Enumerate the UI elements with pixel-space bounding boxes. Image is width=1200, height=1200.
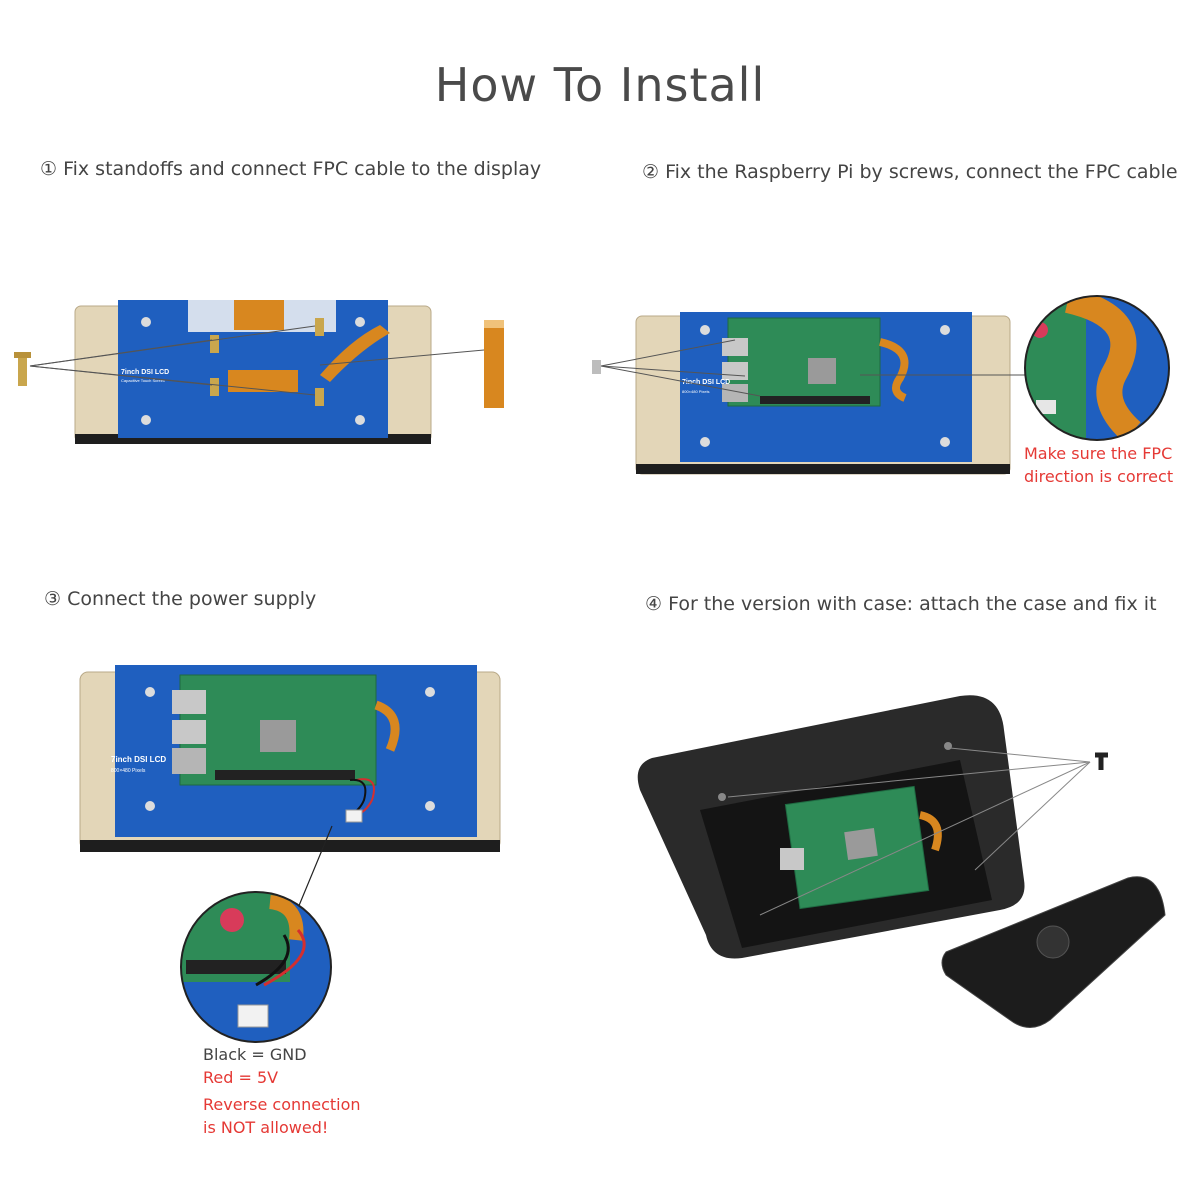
power-warning-line2: is NOT allowed! — [203, 1118, 328, 1137]
standoff-icon — [315, 388, 324, 406]
power-warning-line1: Reverse connection — [203, 1095, 361, 1114]
gpio-header-icon — [760, 396, 870, 404]
raspberry-pi-board — [727, 317, 881, 407]
page-title: How To Install — [434, 58, 766, 112]
step-1-caption: ① Fix standoffs and connect FPC cable to… — [40, 158, 542, 180]
step-4-caption: ④ For the version with case: attach the … — [645, 593, 1157, 615]
step-3-caption: ③ Connect the power supply — [44, 588, 317, 610]
power-note-red-5v: Red = 5V — [203, 1068, 278, 1087]
step-2-display-illustration: 7inch DSI LCD 800×480 Pixels — [592, 295, 1170, 475]
display-panel-edge — [75, 434, 431, 444]
soc-chip-icon — [808, 358, 836, 384]
standoff-icon — [210, 378, 219, 396]
fpc-connector-top — [234, 300, 284, 330]
board-label-subtitle: Capacitive Touch Screen — [121, 378, 165, 383]
power-note-black-gnd: Black = GND — [203, 1045, 307, 1064]
gpio-header-icon — [215, 770, 355, 780]
display-panel-edge — [636, 464, 1010, 474]
screw-part-icon — [592, 360, 601, 374]
board-label-title: 7inch DSI LCD — [682, 379, 730, 386]
ethernet-port-icon — [172, 748, 206, 774]
board-label-title: 7inch DSI LCD — [111, 755, 166, 764]
power-zoom-circle — [181, 892, 331, 1042]
fpc-zoom-circle — [1025, 296, 1169, 440]
step-3-display-illustration: 7inch DSI LCD 800×480 Pixels — [79, 665, 501, 1043]
screw-hole-icon — [141, 317, 151, 327]
standoff-icon — [210, 335, 219, 353]
screw-hole-icon — [141, 415, 151, 425]
power-connector-icon — [345, 809, 363, 823]
fpc-ribbon-loop — [374, 700, 400, 752]
board-label-title: 7inch DSI LCD — [121, 369, 169, 376]
fpc-ribbon-loop — [918, 811, 942, 852]
board-label-resolution: 800×480 Pixels — [111, 768, 146, 774]
screw-part-icon — [1095, 752, 1108, 770]
step-1-display-illustration: 7inch DSI LCD Capacitive Touch Screen — [14, 300, 504, 444]
fpc-ribbon-board — [228, 370, 298, 392]
usb-port-icon — [172, 690, 206, 714]
board-label-resolution: 800×480 Pixels — [682, 389, 709, 394]
standoff-part-head — [14, 352, 31, 358]
fpc-cable-part-icon — [484, 320, 504, 408]
cover-clip-icon — [1036, 925, 1070, 959]
fpc-ribbon-loop — [878, 338, 909, 402]
soc-chip-icon — [844, 828, 878, 860]
screw-hole-icon — [355, 317, 365, 327]
standoff-part-icon — [18, 352, 27, 386]
soc-chip-icon — [260, 720, 296, 752]
usb-port-icon — [780, 848, 804, 870]
usb-port-icon — [172, 720, 206, 744]
fpc-note-line2: direction is correct — [1024, 467, 1173, 486]
fpc-note-line1: Make sure the FPC — [1024, 444, 1172, 463]
step-2-caption: ② Fix the Raspberry Pi by screws, connec… — [642, 161, 1178, 183]
standoff-icon — [315, 318, 324, 336]
screw-hole-icon — [355, 415, 365, 425]
display-panel-edge — [80, 840, 500, 852]
step-4-case-illustration — [637, 695, 1166, 1028]
usb-port-icon — [722, 338, 748, 356]
ethernet-port-icon — [722, 384, 748, 402]
usb-port-icon — [722, 362, 748, 380]
fpc-ribbon-loop — [320, 325, 390, 382]
